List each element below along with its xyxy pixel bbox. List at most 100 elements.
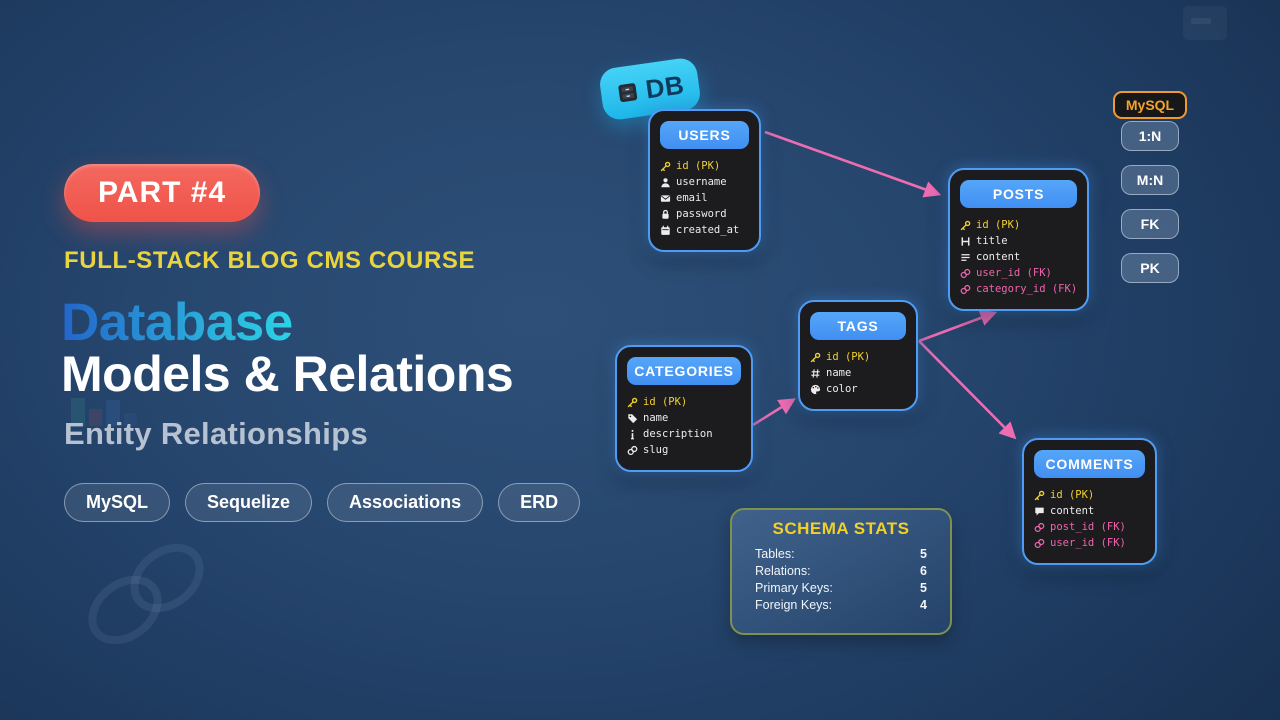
field-label: content bbox=[1050, 505, 1095, 517]
faint-card-line bbox=[1191, 18, 1211, 24]
part-badge: PART #4 bbox=[64, 164, 261, 222]
key-icon bbox=[810, 352, 821, 363]
hash-icon bbox=[810, 368, 821, 379]
field-label: password bbox=[676, 208, 727, 220]
table-posts-header: POSTS bbox=[960, 180, 1078, 208]
field-posts-user_id: user_id (FK) bbox=[960, 265, 1077, 281]
field-posts-id: id (PK) bbox=[960, 217, 1077, 233]
field-label: id (PK) bbox=[676, 160, 721, 172]
table-comments-header: COMMENTS bbox=[1034, 450, 1145, 478]
stats-row-relations: Relations:6 bbox=[755, 563, 927, 580]
field-categories-description: description bbox=[627, 426, 741, 442]
field-categories-slug: slug bbox=[627, 442, 741, 458]
lock-icon bbox=[660, 209, 671, 220]
mysql-badge: MySQL bbox=[1113, 91, 1187, 119]
field-users-created_at: created_at bbox=[660, 222, 749, 238]
field-label: color bbox=[826, 383, 858, 395]
mini-bar bbox=[124, 413, 137, 426]
mini-bar bbox=[71, 398, 85, 426]
table-tags-header: TAGS bbox=[810, 312, 906, 340]
field-label: created_at bbox=[676, 224, 740, 236]
field-users-id: id (PK) bbox=[660, 158, 749, 174]
stats-value: 5 bbox=[920, 581, 927, 595]
stats-value: 6 bbox=[920, 564, 927, 578]
field-users-email: email bbox=[660, 190, 749, 206]
heading-icon bbox=[960, 236, 971, 247]
link-icon bbox=[1034, 522, 1045, 533]
table-users-header: USERS bbox=[660, 121, 749, 149]
field-categories-id: id (PK) bbox=[627, 394, 741, 410]
field-comments-post_id: post_id (FK) bbox=[1034, 519, 1145, 535]
stats-label: Foreign Keys: bbox=[755, 598, 833, 612]
field-label: username bbox=[676, 176, 727, 188]
schema-stats-title: SCHEMA STATS bbox=[772, 519, 910, 538]
field-label: name bbox=[643, 412, 669, 424]
link-icon bbox=[960, 268, 971, 279]
field-label: email bbox=[676, 192, 708, 204]
chain-link-watermark bbox=[88, 543, 204, 645]
table-comments: COMMENTS id (PK) content post_id (FK) user_i… bbox=[1022, 438, 1157, 565]
field-label: description bbox=[643, 428, 713, 440]
topic-tag-erd: ERD bbox=[498, 483, 581, 522]
link-icon bbox=[960, 284, 971, 295]
subtitle: Entity Relationships bbox=[64, 416, 368, 451]
field-label: id (PK) bbox=[1050, 489, 1095, 501]
field-posts-content: content bbox=[960, 249, 1077, 265]
field-posts-category_id: category_id (FK) bbox=[960, 281, 1077, 297]
field-label: category_id (FK) bbox=[976, 283, 1078, 295]
user-icon bbox=[660, 177, 671, 188]
field-label: id (PK) bbox=[826, 351, 871, 363]
tag-icon bbox=[627, 413, 638, 424]
palette-icon bbox=[810, 384, 821, 395]
field-tags-name: name bbox=[810, 365, 906, 381]
field-comments-id: id (PK) bbox=[1034, 487, 1145, 503]
mail-icon bbox=[660, 193, 671, 204]
stats-row-foreignkeys: Foreign Keys: 4 bbox=[755, 597, 927, 614]
table-categories-header: CATEGORIES bbox=[627, 357, 741, 385]
mini-bar bbox=[106, 400, 120, 426]
course-label: FULL-STACK BLOG CMS COURSE bbox=[64, 247, 476, 274]
legend-badge-pk: PK bbox=[1121, 253, 1179, 283]
field-tags-color: color bbox=[810, 381, 906, 397]
info-icon bbox=[627, 429, 638, 440]
field-label: id (PK) bbox=[643, 396, 688, 408]
db-badge-label: DB bbox=[643, 68, 686, 104]
faint-card-watermark bbox=[1183, 6, 1227, 40]
field-comments-user_id: user_id (FK) bbox=[1034, 535, 1145, 551]
title-line2: Models & Relations bbox=[61, 346, 514, 402]
topic-tag-mysql: MySQL bbox=[64, 483, 171, 522]
field-users-password: password bbox=[660, 206, 749, 222]
title-line1: Database bbox=[61, 293, 293, 352]
key-icon bbox=[660, 161, 671, 172]
field-posts-title: title bbox=[960, 233, 1077, 249]
field-comments-content: content bbox=[1034, 503, 1145, 519]
lines-icon bbox=[960, 252, 971, 263]
db-badge: DB bbox=[597, 56, 703, 122]
field-label: slug bbox=[643, 444, 669, 456]
stats-value: 5 bbox=[920, 547, 927, 561]
mini-bar bbox=[89, 409, 102, 426]
legend-badge-1n: 1:N bbox=[1121, 121, 1179, 151]
mini-chart-watermark bbox=[71, 394, 141, 426]
stats-value: 4 bbox=[920, 598, 927, 612]
relation-arrow-tags-comments bbox=[918, 340, 1017, 440]
topic-tag-associations: Associations bbox=[327, 483, 484, 522]
relation-arrow-categories-tags bbox=[752, 398, 796, 427]
stats-row-primarykeys: Primary Keys:5 bbox=[755, 580, 927, 597]
field-label: id (PK) bbox=[976, 219, 1021, 231]
field-label: name bbox=[826, 367, 852, 379]
comment-icon bbox=[1034, 506, 1045, 517]
key-icon bbox=[627, 397, 638, 408]
table-tags: TAGS id (PK) name color bbox=[798, 300, 918, 411]
table-categories: CATEGORIES id (PK) name description slug bbox=[615, 345, 753, 472]
stats-label: Tables: bbox=[755, 547, 795, 561]
stats-row-tables: Tables: 5 bbox=[755, 546, 927, 563]
legend-badge-mn: M:N bbox=[1121, 165, 1179, 195]
field-label: post_id (FK) bbox=[1050, 521, 1126, 533]
